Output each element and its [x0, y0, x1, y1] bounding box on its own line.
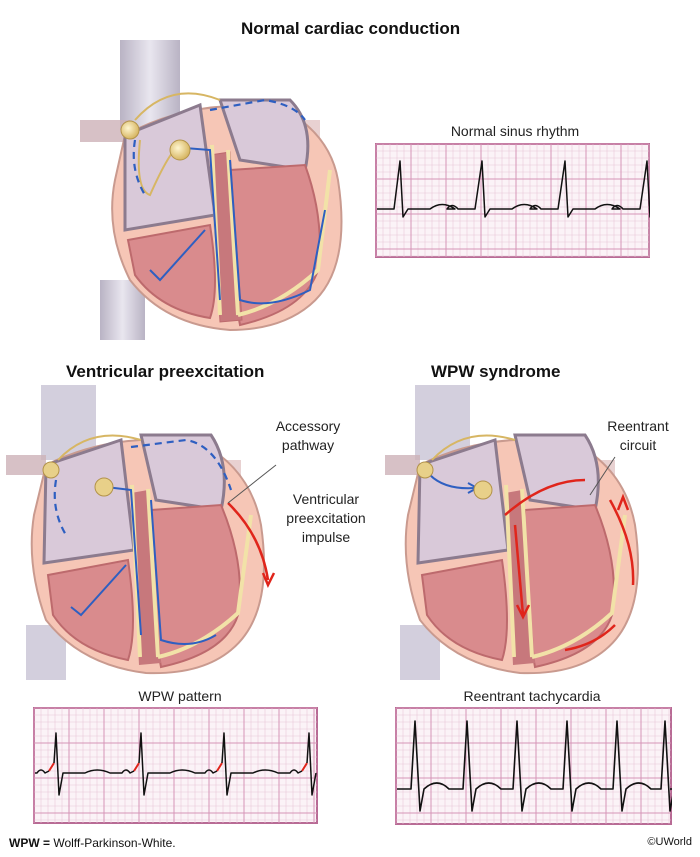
sa-node-icon: [120, 120, 140, 140]
av-node-icon: [169, 139, 191, 161]
ecg-delta-wave: [216, 762, 223, 772]
sa-node-icon: [42, 461, 60, 479]
ecg-delta-wave: [133, 762, 140, 772]
ecg-label-reentrant-tachycardia: Reentrant tachycardia: [463, 688, 601, 704]
title-wpw: WPW syndrome: [431, 362, 561, 381]
ecg-wpw-pattern: [33, 707, 318, 824]
heart-preexcitation-diagram: [6, 385, 277, 680]
callout-accessory-pathway: Accessory pathway: [275, 418, 341, 453]
ecg-reentrant-tachycardia: [395, 707, 672, 825]
footnote-eq: =: [39, 836, 54, 850]
ecg-trace-wpw: [35, 732, 317, 796]
title-normal: Normal cardiac conduction: [241, 19, 461, 38]
ecg-delta-wave: [301, 762, 308, 772]
callout-preexcitation-impulse: Ventricular preexcitation impulse: [286, 491, 366, 545]
heart-wpw-syndrome-diagram: [385, 385, 639, 680]
footnote-text: Wolff-Parkinson-White.: [53, 836, 176, 850]
copyright-credit: ©UWorld: [647, 836, 692, 848]
sa-node-icon: [416, 461, 434, 479]
ecg-normal-sinus-rhythm: [375, 143, 650, 258]
footnote-abbreviation: WPW = Wolff-Parkinson-White.: [9, 836, 176, 850]
ecg-trace-tachycardia: [397, 720, 672, 812]
av-node-icon: [94, 477, 114, 497]
ecg-label-wpw-pattern: WPW pattern: [138, 688, 222, 704]
title-preexcitation: Ventricular preexcitation: [66, 362, 265, 381]
ecg-label-normal: Normal sinus rhythm: [450, 123, 580, 139]
callout-reentrant-circuit: Reentrant circuit: [607, 418, 669, 453]
ecg-trace-normal: [377, 160, 650, 218]
footnote-abbr: WPW: [9, 836, 40, 850]
av-node-icon: [473, 480, 493, 500]
heart-normal-diagram: [80, 40, 343, 340]
ecg-delta-wave: [48, 762, 55, 772]
